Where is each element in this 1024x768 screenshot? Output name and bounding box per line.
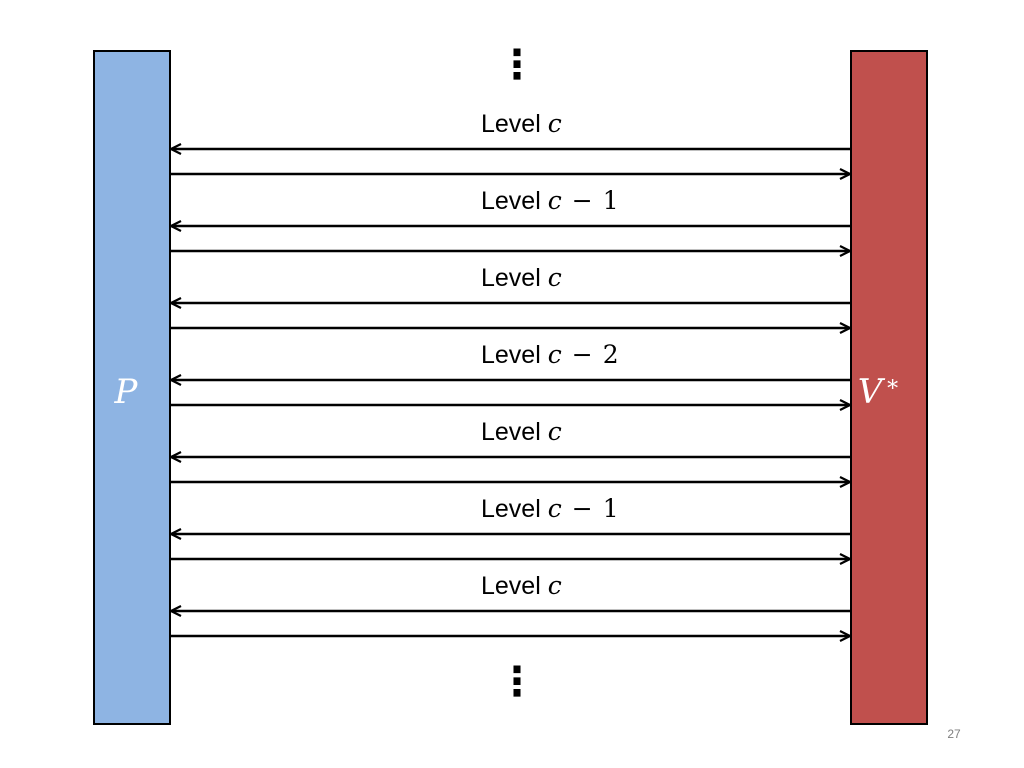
verifier-label-star: ∗ xyxy=(885,372,900,397)
level-word: Level xyxy=(481,264,541,292)
level-variable: c xyxy=(548,571,562,600)
level-variable: c xyxy=(548,417,562,446)
level-operator: − xyxy=(572,340,593,369)
level-offset: 1 xyxy=(603,186,619,215)
page-number: 27 xyxy=(947,727,961,741)
level-word: Level xyxy=(481,418,541,446)
prover-bar xyxy=(93,50,171,725)
level-word: Level xyxy=(481,495,541,523)
level-operator: − xyxy=(572,186,593,215)
bottom-ellipsis: ⋮ xyxy=(497,659,537,705)
level-variable: c xyxy=(548,263,562,292)
level-variable: c xyxy=(548,494,562,523)
prover-label: P xyxy=(114,372,139,412)
level-offset: 2 xyxy=(603,340,619,369)
level-variable: c xyxy=(548,109,562,138)
top-ellipsis: ⋮ xyxy=(497,42,537,88)
level-word: Level xyxy=(481,341,541,369)
level-word: Level xyxy=(481,572,541,600)
verifier-label-letter: V xyxy=(858,372,886,412)
level-variable: c xyxy=(548,186,562,215)
level-word: Level xyxy=(481,110,541,138)
level-operator: − xyxy=(572,494,593,523)
level-variable: c xyxy=(548,340,562,369)
level-offset: 1 xyxy=(603,494,619,523)
level-word: Level xyxy=(481,187,541,215)
verifier-label: V∗ xyxy=(858,372,901,412)
verifier-bar xyxy=(850,50,928,725)
